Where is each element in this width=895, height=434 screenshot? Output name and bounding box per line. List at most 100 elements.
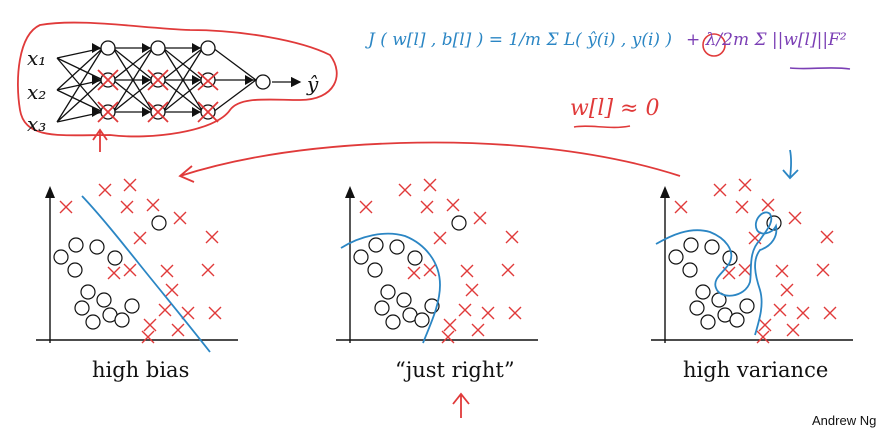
plot2-class-cross-8 xyxy=(738,263,752,277)
plot2-class-circle-2 xyxy=(704,239,720,255)
plot1-class-circle-0 xyxy=(353,249,369,265)
regularization-term: + λ/2m Σ ||w[l]||F² xyxy=(686,30,847,50)
plot1-y-axis-arrow xyxy=(345,186,355,198)
plot1-class-cross-9 xyxy=(460,264,474,278)
plot2-class-cross-4 xyxy=(761,198,775,212)
plot0-class-cross-6 xyxy=(133,231,147,245)
plot1-class-cross-17 xyxy=(471,323,485,337)
plot0-class-circle-1 xyxy=(68,237,84,253)
plot2-class-cross-5 xyxy=(788,211,802,225)
plot0-class-cross-7 xyxy=(107,266,121,280)
plot1-class-circle-1 xyxy=(368,237,384,253)
equation-marks xyxy=(573,33,851,129)
zeroed-unit-marks xyxy=(97,69,219,123)
network-edges xyxy=(56,47,302,123)
plot1-class-cross-18 xyxy=(508,306,522,320)
plot2-class-circle-9 xyxy=(700,314,716,330)
plot1-class-cross-3 xyxy=(420,200,434,214)
plot1-class-cross-11 xyxy=(501,263,515,277)
plot0-class-cross-0 xyxy=(59,200,73,214)
plot2-class-cross-17 xyxy=(786,323,800,337)
plot0-class-circle-3 xyxy=(107,250,123,266)
plot0-class-circle-5 xyxy=(80,284,96,300)
plot1-class-circle-4 xyxy=(367,262,383,278)
plot1-class-cross-5 xyxy=(473,211,487,225)
plot2-class-cross-3 xyxy=(735,200,749,214)
cost-function: J ( w[l] , b[l] ) = 1/m Σ L( ŷ(i) , y(i)… xyxy=(368,30,673,50)
neural-network xyxy=(17,21,338,152)
plot0-class-circle-2 xyxy=(89,239,105,255)
plot1-class-cross-0 xyxy=(359,200,373,214)
plot0-class-circle-12 xyxy=(151,215,167,231)
plot2-class-cross-18 xyxy=(823,306,837,320)
plot1-class-circle-3 xyxy=(407,250,423,266)
plot0-class-circle-10 xyxy=(114,312,130,328)
plot2-class-cross-1 xyxy=(713,183,727,197)
plot2-class-cross-0 xyxy=(674,200,688,214)
plot2-class-cross-14 xyxy=(758,318,772,332)
plot0-class-circle-9 xyxy=(85,314,101,330)
weights-near-zero: w[l] ≈ 0 xyxy=(570,96,660,121)
plot2-class-cross-13 xyxy=(773,303,787,317)
plot1-class-cross-13 xyxy=(458,303,472,317)
plot0-class-circle-0 xyxy=(53,249,69,265)
plot0-class-cross-12 xyxy=(165,283,179,297)
plot1-class-cross-10 xyxy=(505,230,519,244)
plot1-class-circle-12 xyxy=(451,215,467,231)
plot0-class-cross-2 xyxy=(123,178,137,192)
plot1-class-circle-6 xyxy=(396,292,412,308)
plot2-class-circle-10 xyxy=(729,312,745,328)
plot2-class-cross-2 xyxy=(738,178,752,192)
plot0-class-cross-15 xyxy=(181,306,195,320)
plot0-class-cross-11 xyxy=(201,263,215,277)
plot0-class-cross-8 xyxy=(123,263,137,277)
plot2-class-cross-9 xyxy=(775,264,789,278)
author-credit: Andrew Ng xyxy=(812,413,877,428)
plot0-class-cross-4 xyxy=(146,198,160,212)
plots xyxy=(36,178,853,353)
caption-high-variance: high variance xyxy=(683,358,829,382)
plot0-class-cross-3 xyxy=(120,200,134,214)
plot0-class-cross-5 xyxy=(173,211,187,225)
plot0-decision-boundary xyxy=(81,195,211,353)
focus-arrow-variance xyxy=(782,149,799,180)
plot0-class-cross-1 xyxy=(98,183,112,197)
input-label-x2: x₂ xyxy=(27,80,47,104)
plot2-class-circle-1 xyxy=(683,237,699,253)
plot1-class-circle-7 xyxy=(374,300,390,316)
plot0-class-circle-4 xyxy=(67,262,83,278)
plot2-class-cross-6 xyxy=(748,231,762,245)
plot2-class-circle-11 xyxy=(739,298,755,314)
edge-arrowheads xyxy=(92,43,254,117)
plot1-class-cross-15 xyxy=(481,306,495,320)
plot0-class-circle-7 xyxy=(74,300,90,316)
plot2-class-circle-0 xyxy=(668,249,684,265)
input-label-x3: x₃ xyxy=(27,112,47,136)
plot1-class-cross-4 xyxy=(446,198,460,212)
plot0-class-cross-16 xyxy=(141,330,155,344)
plot2-class-cross-10 xyxy=(820,230,834,244)
plot1-class-circle-10 xyxy=(414,312,430,328)
focus-arrow-just-right xyxy=(452,392,470,418)
transition-arrow xyxy=(178,141,681,183)
output-label-yhat: ŷ xyxy=(307,72,319,96)
plot2-class-cross-11 xyxy=(816,263,830,277)
plot1-class-cross-2 xyxy=(423,178,437,192)
plot0-class-cross-18 xyxy=(208,306,222,320)
plot0-class-cross-17 xyxy=(171,323,185,337)
plot1-class-cross-6 xyxy=(433,231,447,245)
plot0-y-axis-arrow xyxy=(45,186,55,198)
focus-arrow-network xyxy=(92,128,108,152)
input-label-x1: x₁ xyxy=(27,46,47,70)
plot1-class-circle-2 xyxy=(389,239,405,255)
plot1-class-circle-9 xyxy=(385,314,401,330)
plot0-class-cross-13 xyxy=(158,303,172,317)
plot1-class-circle-5 xyxy=(380,284,396,300)
plot1-class-cross-1 xyxy=(398,183,412,197)
plot2-class-circle-7 xyxy=(689,300,705,316)
network-outline-loop xyxy=(17,21,338,138)
plot2-class-cross-12 xyxy=(780,283,794,297)
plot2-y-axis-arrow xyxy=(660,186,670,198)
plot2-class-cross-16 xyxy=(756,330,770,344)
